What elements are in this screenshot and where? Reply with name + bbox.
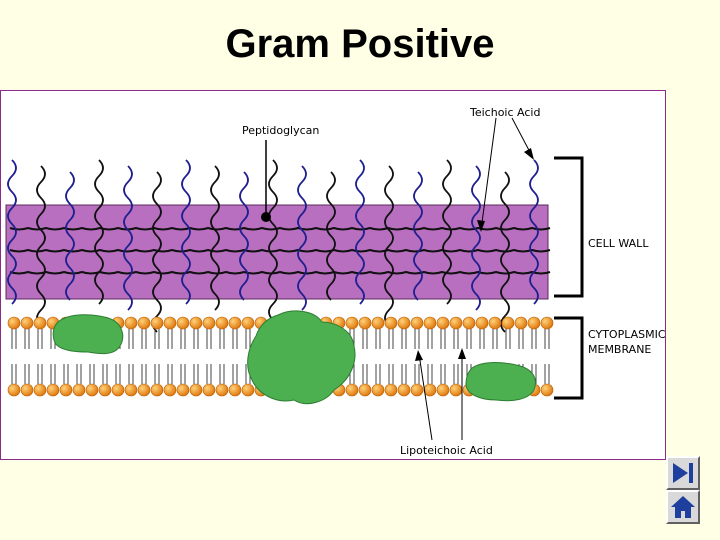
membrane-protein-small bbox=[52, 314, 124, 355]
membrane-bracket bbox=[554, 316, 584, 400]
peptidoglycan-marker bbox=[261, 212, 271, 222]
home-button[interactable] bbox=[666, 490, 700, 524]
membrane-label: MEMBRANE bbox=[588, 343, 651, 356]
membrane-protein-right bbox=[465, 362, 536, 402]
teichoic-acid-label: Teichoic Acid bbox=[469, 106, 540, 119]
next-slide-icon bbox=[673, 463, 693, 483]
cell-wall-bracket bbox=[554, 156, 584, 298]
home-icon bbox=[671, 496, 695, 518]
peptidoglycan-label: Peptidoglycan bbox=[242, 124, 319, 137]
slide-title: Gram Positive bbox=[225, 22, 495, 66]
membrane-protein-large bbox=[247, 310, 356, 405]
cytoplasmic-label: CYTOPLASMIC bbox=[588, 328, 666, 341]
next-slide-button[interactable] bbox=[666, 456, 700, 490]
cell-wall-label: CELL WALL bbox=[588, 237, 649, 250]
teichoic-acid-strands bbox=[7, 159, 539, 337]
lipoteichoic-acid-label: Lipoteichoic Acid bbox=[400, 444, 493, 457]
gram-positive-diagram: Peptidoglycan Teichoic Acid CELL WALL CY… bbox=[0, 90, 666, 460]
